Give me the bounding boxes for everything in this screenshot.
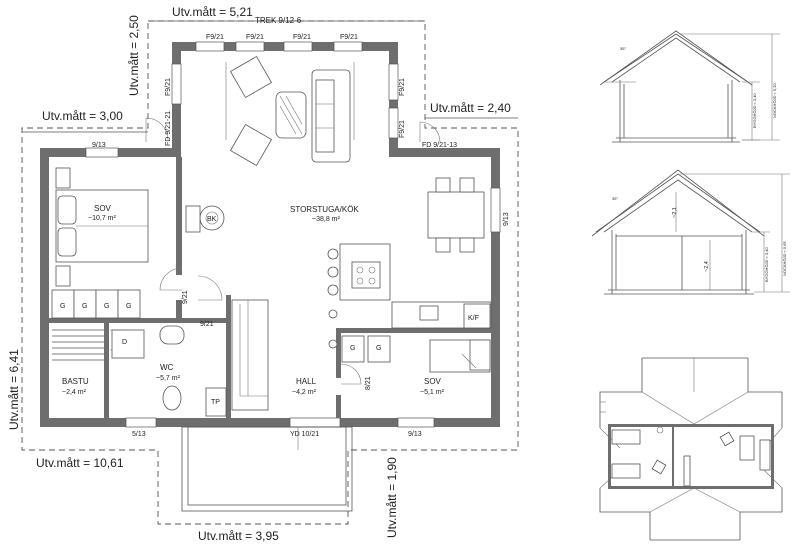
label-kf: K/F bbox=[468, 315, 479, 322]
label-d: D bbox=[122, 339, 127, 346]
plan-labels: Utv.mått = 5,21 TREK 9/12-6 Utv.mått = 2… bbox=[7, 5, 511, 543]
window-sov: 9/13 bbox=[92, 142, 106, 149]
label-g: G bbox=[376, 345, 381, 352]
dim-top-width: Utv.mått = 5,21 bbox=[172, 5, 253, 19]
main-floor-plan bbox=[21, 20, 519, 525]
door-yd: YD 10/21 bbox=[290, 431, 319, 438]
section-a-drawing: 35° NOCKHÖJD ≈ 5,20 BYGGHÖJD ≈ 3,40 bbox=[599, 30, 780, 143]
label-bk: BK bbox=[207, 216, 217, 223]
dim-top-left-vertical: Utv.mått = 2,50 bbox=[127, 15, 141, 96]
dim-bottom-center: Utv.mått = 3,95 bbox=[198, 529, 279, 543]
window-top-4: F9/21 bbox=[340, 34, 358, 41]
dim-left-vertical: Utv.mått = 6,41 bbox=[7, 349, 21, 430]
label-g: G bbox=[126, 303, 131, 310]
window-side-right-b: F9/21 bbox=[399, 120, 406, 138]
door-fd-left: FD 9/21-21 bbox=[165, 111, 172, 146]
room-hall-name: HALL bbox=[296, 377, 317, 386]
room-wc-name: WC bbox=[160, 363, 174, 372]
door-wc: 9/21 bbox=[200, 321, 214, 328]
room-sov2-area: ~5,1 m² bbox=[420, 389, 445, 396]
section-b-drawing: 35° ~2,1 ~2,4 NOCKHÖJD ≈ 5,65 BYGGHÖJD ≈… bbox=[591, 169, 790, 295]
label-g: G bbox=[350, 345, 355, 352]
room-hall-area: ~4,2 m² bbox=[292, 389, 317, 396]
dim-right-top: Utv.mått = 2,40 bbox=[430, 101, 511, 115]
door-trek: TREK 9/12-6 bbox=[255, 16, 302, 25]
window-side-right-a: F9/21 bbox=[399, 78, 406, 96]
section-a-bygg: BYGGHÖJD ≈ 3,40 bbox=[752, 93, 757, 128]
room-wc-area: ~5,7 m² bbox=[156, 375, 181, 382]
room-living-name: STORSTUGA/KÖK bbox=[290, 205, 359, 214]
window-sov2: 9/13 bbox=[408, 431, 422, 438]
roof-plan-drawing bbox=[599, 357, 783, 541]
label-tp: TP bbox=[211, 399, 220, 406]
label-g: G bbox=[60, 303, 65, 310]
room-sov-name: SOV bbox=[94, 204, 112, 213]
door-sov2: 8/21 bbox=[365, 376, 372, 390]
door-sov: 9/21 bbox=[182, 290, 189, 304]
door-fd-right: FD 9/21-13 bbox=[422, 142, 457, 149]
section-b-nock: NOCKHÖJD ≈ 5,65 bbox=[782, 241, 787, 276]
section-b-upper-height: ~2,1 bbox=[672, 207, 678, 218]
section-b-lower-height: ~2,4 bbox=[704, 261, 710, 272]
dim-bottom-left: Utv.mått = 10,61 bbox=[36, 456, 124, 470]
room-bastu-name: BASTU bbox=[62, 377, 89, 386]
dim-bottom-right-vertical: Utv.mått = 1,90 bbox=[385, 457, 399, 538]
window-side-left: F9/21 bbox=[165, 78, 172, 96]
window-kitchen: 9/13 bbox=[503, 212, 510, 226]
window-top-2: F9/21 bbox=[246, 34, 264, 41]
label-g: G bbox=[82, 303, 87, 310]
section-a-angle: 35° bbox=[620, 46, 626, 51]
dim-left-top: Utv.mått = 3,00 bbox=[42, 109, 123, 123]
room-bastu-area: ~2,4 m² bbox=[62, 389, 87, 396]
room-sov-area: ~10,7 m² bbox=[88, 215, 116, 222]
window-top-3: F9/21 bbox=[293, 34, 311, 41]
section-b-angle: 35° bbox=[612, 196, 618, 201]
room-living-area: ~38,8 m² bbox=[312, 216, 340, 223]
label-g: G bbox=[104, 303, 109, 310]
window-bastu: 5/13 bbox=[132, 431, 146, 438]
room-sov2-name: SOV bbox=[424, 377, 442, 386]
window-top-1: F9/21 bbox=[206, 34, 224, 41]
section-a-nock: NOCKHÖJD ≈ 5,20 bbox=[772, 83, 777, 118]
section-b-bygg: BYGGHÖJD ≈ 3,40 bbox=[764, 247, 769, 282]
